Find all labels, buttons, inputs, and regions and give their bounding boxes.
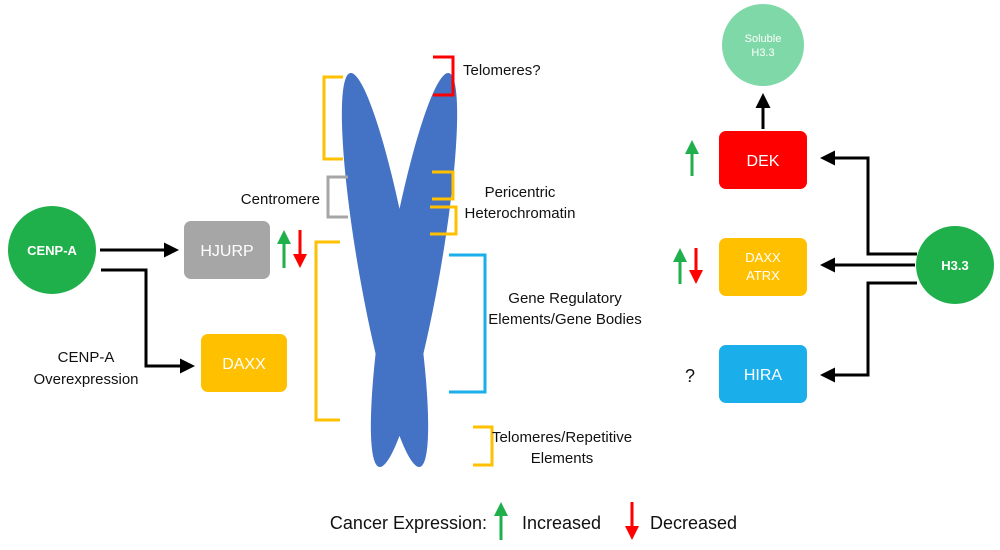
hjurp-up-arrow bbox=[277, 230, 291, 268]
label-telomeres-repetitive-1: Telomeres/Repetitive bbox=[492, 429, 632, 446]
arrow-h33-to-hira bbox=[820, 281, 917, 383]
label-gene-regulatory-2: Elements/Gene Bodies bbox=[488, 311, 641, 328]
hjurp-box-label: HJURP bbox=[200, 243, 253, 260]
daxx-left-box-label: DAXX bbox=[222, 356, 266, 373]
daxx-atrx-label-2: ATRX bbox=[746, 268, 780, 283]
legend-title: Cancer Expression: bbox=[330, 513, 487, 533]
bracket-telomeres-repetitive bbox=[473, 425, 494, 467]
arrow-h33-to-dek bbox=[820, 150, 917, 256]
soluble-h33-node: Soluble H3.3 bbox=[722, 4, 804, 86]
daxx-left-box: DAXX bbox=[201, 334, 287, 392]
hira-box-label: HIRA bbox=[744, 367, 783, 384]
bracket-lower-arm bbox=[314, 240, 340, 422]
dek-box-label: DEK bbox=[747, 153, 780, 170]
daxx-atrx-box: DAXX ATRX bbox=[719, 238, 807, 296]
hira-box: HIRA bbox=[719, 345, 807, 403]
label-pericentric-1: Pericentric bbox=[485, 184, 556, 201]
dek-box: DEK bbox=[719, 131, 807, 189]
label-cenpa-overexpression-2: Overexpression bbox=[33, 371, 138, 388]
bracket-pericentric-upper bbox=[432, 170, 455, 201]
bracket-centromere bbox=[326, 175, 348, 219]
daxx-atrx-down-arrow bbox=[689, 248, 703, 284]
daxx-atrx-up-arrow bbox=[673, 248, 687, 284]
label-gene-regulatory-1: Gene Regulatory bbox=[508, 290, 622, 307]
arrow-cenpa-to-daxx bbox=[101, 268, 195, 374]
bracket-pericentric-lower bbox=[430, 205, 458, 236]
legend-up-arrow bbox=[494, 502, 508, 540]
label-pericentric-2: Heterochromatin bbox=[465, 205, 576, 222]
bracket-gene-regulatory bbox=[449, 253, 487, 394]
label-telomeres-question: Telomeres? bbox=[463, 62, 541, 79]
legend-decreased-label: Decreased bbox=[650, 513, 737, 533]
hjurp-box: HJURP bbox=[184, 221, 270, 279]
cenpa-node-label: CENP-A bbox=[27, 243, 77, 258]
h33-node-label: H3.3 bbox=[941, 258, 968, 273]
legend-down-arrow bbox=[625, 502, 639, 540]
soluble-h33-label-1: Soluble bbox=[745, 33, 782, 45]
label-telomeres-repetitive-2: Elements bbox=[531, 450, 594, 467]
cenpa-node: CENP-A bbox=[8, 206, 96, 294]
hjurp-down-arrow bbox=[293, 230, 307, 268]
hira-unknown-question-mark: ? bbox=[685, 366, 695, 386]
soluble-h33-label-2: H3.3 bbox=[751, 47, 774, 59]
chromosome bbox=[341, 72, 458, 468]
daxx-atrx-label-1: DAXX bbox=[745, 250, 781, 265]
legend-increased-label: Increased bbox=[522, 513, 601, 533]
label-cenpa-overexpression-1: CENP-A bbox=[58, 349, 115, 366]
bracket-telomeres-question bbox=[433, 55, 455, 97]
h33-node: H3.3 bbox=[916, 226, 994, 304]
dek-up-arrow bbox=[685, 140, 699, 176]
label-centromere: Centromere bbox=[241, 191, 320, 208]
bracket-upper-arm bbox=[322, 75, 343, 161]
legend: Cancer Expression: Increased Decreased bbox=[330, 502, 737, 540]
